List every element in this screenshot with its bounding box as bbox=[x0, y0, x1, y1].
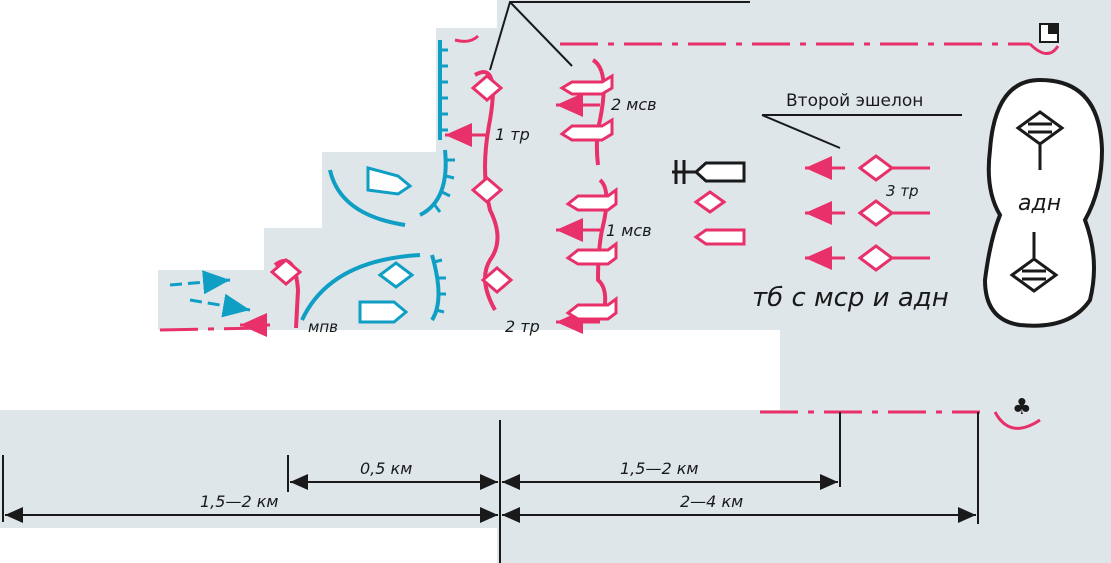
distance-15-2-right: 1,5—2 км bbox=[620, 459, 698, 478]
third-platoon-markers bbox=[857, 154, 930, 272]
label-platoon-1: 1 тр bbox=[495, 125, 530, 144]
label-adn: адн bbox=[1018, 191, 1061, 216]
label-platoon-2: 2 тр bbox=[505, 317, 540, 336]
adn-markers bbox=[1009, 110, 1065, 293]
top-callout bbox=[489, 1, 750, 71]
enemy-ticks bbox=[432, 48, 455, 314]
friendly-vehicles bbox=[559, 73, 746, 321]
label-second-echelon: Второй эшелон bbox=[786, 91, 923, 111]
label-msv-2: 2 мсв bbox=[611, 95, 657, 114]
distance-05: 0,5 км bbox=[360, 459, 412, 478]
enemy-vehicles bbox=[358, 166, 415, 324]
distance-2-4: 2—4 км bbox=[680, 492, 743, 511]
label-mpv: мпв bbox=[308, 318, 338, 336]
observation-post-icon: ♣ bbox=[1012, 395, 1032, 420]
adn-area bbox=[982, 77, 1105, 328]
measurement-ticks bbox=[2, 412, 979, 563]
label-msv-1: 1 мсв bbox=[606, 221, 652, 240]
friendly-arrows bbox=[240, 93, 845, 337]
dimension-arrows bbox=[5, 474, 976, 523]
label-tb-caption: тб с мср и адн bbox=[752, 283, 949, 313]
friendly-platoon-markers bbox=[269, 74, 514, 294]
label-platoon-3: 3 тр bbox=[886, 182, 919, 200]
enemy-positions bbox=[169, 40, 448, 322]
second-echelon-vehicle bbox=[672, 160, 746, 184]
white-cutouts bbox=[0, 330, 780, 563]
distance-15-2-left: 1,5—2 км bbox=[200, 492, 278, 511]
second-echelon-leader bbox=[761, 114, 962, 149]
